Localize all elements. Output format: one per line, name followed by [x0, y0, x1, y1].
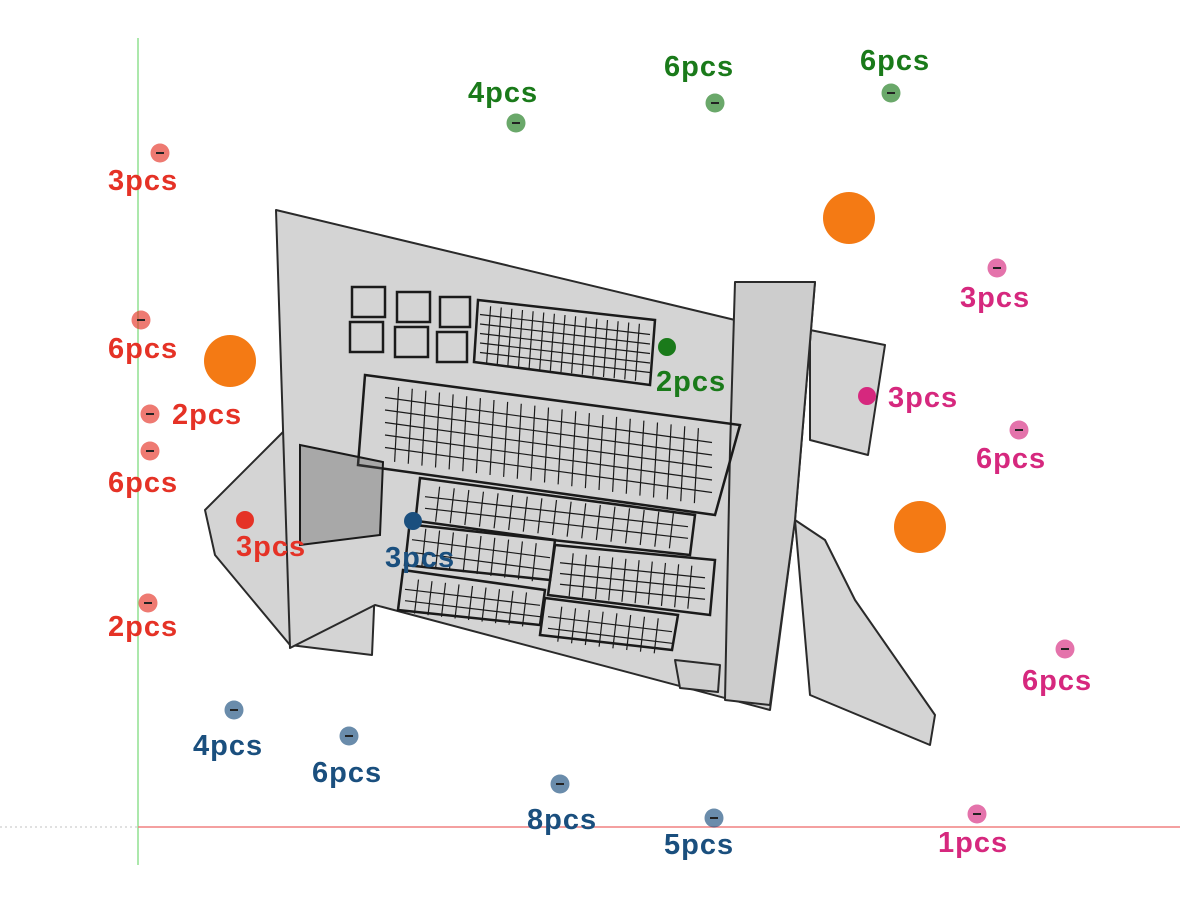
green-marker: 6pcs — [860, 45, 930, 103]
equipment-markers: 3pcs 6pcs 2pcs 6pcs 3pcs 2pcs 4pcs 6pcs 6pcs 2pcs… — [108, 45, 1092, 861]
green-marker-dot — [658, 338, 676, 356]
red-marker: 3pcs — [108, 143, 178, 197]
red-marker-label: 6pcs — [108, 333, 178, 365]
blue-marker-label: 8pcs — [527, 804, 597, 836]
blue-marker: 6pcs — [312, 726, 382, 789]
pink-marker: 6pcs — [1022, 639, 1092, 697]
building-tower — [724, 281, 816, 706]
green-marker: 4pcs — [468, 77, 538, 133]
green-marker-label: 2pcs — [656, 366, 726, 398]
roof-grid-lower-c — [546, 543, 717, 617]
pink-marker-label: 3pcs — [960, 282, 1030, 314]
blue-marker: 3pcs — [385, 512, 455, 574]
pink-marker: 1pcs — [938, 804, 1008, 859]
roof-grid-upper — [472, 298, 657, 387]
building-right-wing — [794, 519, 936, 746]
blue-marker-label: 3pcs — [385, 542, 455, 574]
red-marker: 3pcs — [236, 511, 306, 563]
green-marker-label: 4pcs — [468, 77, 538, 109]
roof-grid-lower-e — [538, 596, 680, 652]
roof-grid-lower-a — [413, 476, 697, 557]
large-markers — [204, 192, 946, 553]
green-marker: 6pcs — [664, 51, 734, 113]
large-orange-marker — [823, 192, 875, 244]
green-marker-label: 6pcs — [860, 45, 930, 77]
red-marker-label: 2pcs — [172, 399, 242, 431]
red-marker-label: 3pcs — [108, 165, 178, 197]
large-orange-marker — [204, 335, 256, 387]
building-entrance — [674, 659, 721, 693]
blue-marker: 8pcs — [527, 774, 597, 836]
pink-marker-dot — [858, 387, 876, 405]
blue-marker-label: 5pcs — [664, 829, 734, 861]
red-marker-label: 2pcs — [108, 611, 178, 643]
pink-marker-label: 1pcs — [938, 827, 1008, 859]
pink-marker-label: 6pcs — [1022, 665, 1092, 697]
red-marker-dot — [236, 511, 254, 529]
green-marker: 2pcs — [656, 338, 726, 398]
pink-marker-label: 3pcs — [888, 382, 958, 414]
building-interior-details — [299, 285, 742, 652]
blue-marker: 5pcs — [664, 808, 734, 861]
red-marker: 2pcs — [108, 593, 178, 643]
red-marker-label: 6pcs — [108, 467, 178, 499]
pink-marker: 6pcs — [976, 420, 1046, 475]
roof-grid-lower-d — [396, 568, 547, 627]
green-marker-label: 6pcs — [664, 51, 734, 83]
stair-hatch — [299, 443, 385, 547]
red-marker: 6pcs — [108, 441, 178, 499]
red-marker-label: 3pcs — [236, 531, 306, 563]
blue-marker-label: 4pcs — [193, 730, 263, 762]
roof-grid-middle — [356, 373, 742, 517]
blue-marker-dot — [404, 512, 422, 530]
large-orange-marker — [894, 501, 946, 553]
red-marker: 6pcs — [108, 310, 178, 365]
red-marker: 2pcs — [140, 399, 242, 431]
pink-marker-label: 6pcs — [976, 443, 1046, 475]
window-boxes — [348, 285, 472, 364]
pink-marker: 3pcs — [858, 382, 958, 414]
pink-marker: 3pcs — [960, 258, 1030, 314]
blue-marker: 4pcs — [193, 700, 263, 762]
building-east-annex — [809, 329, 886, 456]
blue-marker-label: 6pcs — [312, 757, 382, 789]
grid-line-pattern — [384, 306, 713, 654]
